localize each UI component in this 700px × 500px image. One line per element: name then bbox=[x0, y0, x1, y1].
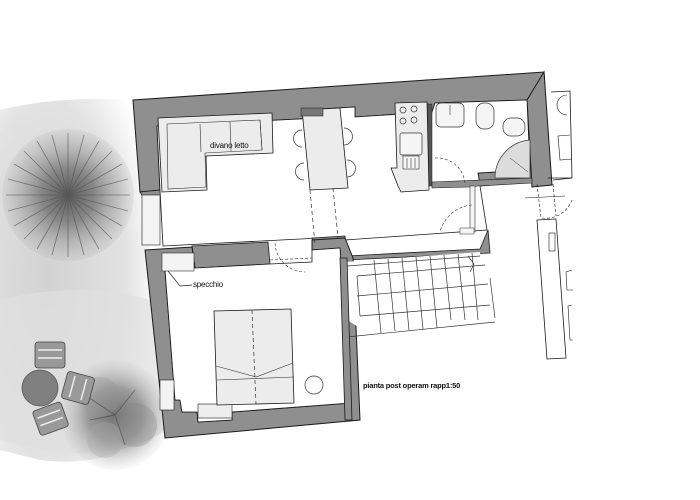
garden-table bbox=[21, 369, 59, 407]
exterior-wall bbox=[339, 257, 353, 421]
staircase bbox=[345, 252, 496, 338]
sofa-bed bbox=[157, 112, 274, 193]
plan-caption: pianta post operam rapp1:50 bbox=[363, 381, 461, 390]
garden-chair bbox=[34, 341, 66, 369]
tree-icon bbox=[2, 129, 134, 261]
window bbox=[197, 403, 233, 419]
mirror bbox=[161, 252, 195, 287]
window bbox=[141, 194, 161, 246]
bathroom-wall bbox=[431, 177, 533, 189]
garden-chair bbox=[61, 371, 95, 405]
double-bed bbox=[213, 308, 295, 406]
window bbox=[159, 379, 175, 411]
kitchen-counter bbox=[390, 101, 430, 193]
door bbox=[434, 157, 476, 235]
dining-table bbox=[293, 107, 356, 246]
bathroom-fixtures bbox=[435, 102, 531, 179]
sofa-bed-label: divano letto bbox=[210, 141, 249, 150]
mirror-label: specchio bbox=[193, 280, 223, 289]
garden-chair bbox=[32, 401, 69, 436]
bedside-table bbox=[304, 375, 324, 395]
door bbox=[269, 242, 313, 273]
adjacent-unit bbox=[524, 90, 573, 360]
